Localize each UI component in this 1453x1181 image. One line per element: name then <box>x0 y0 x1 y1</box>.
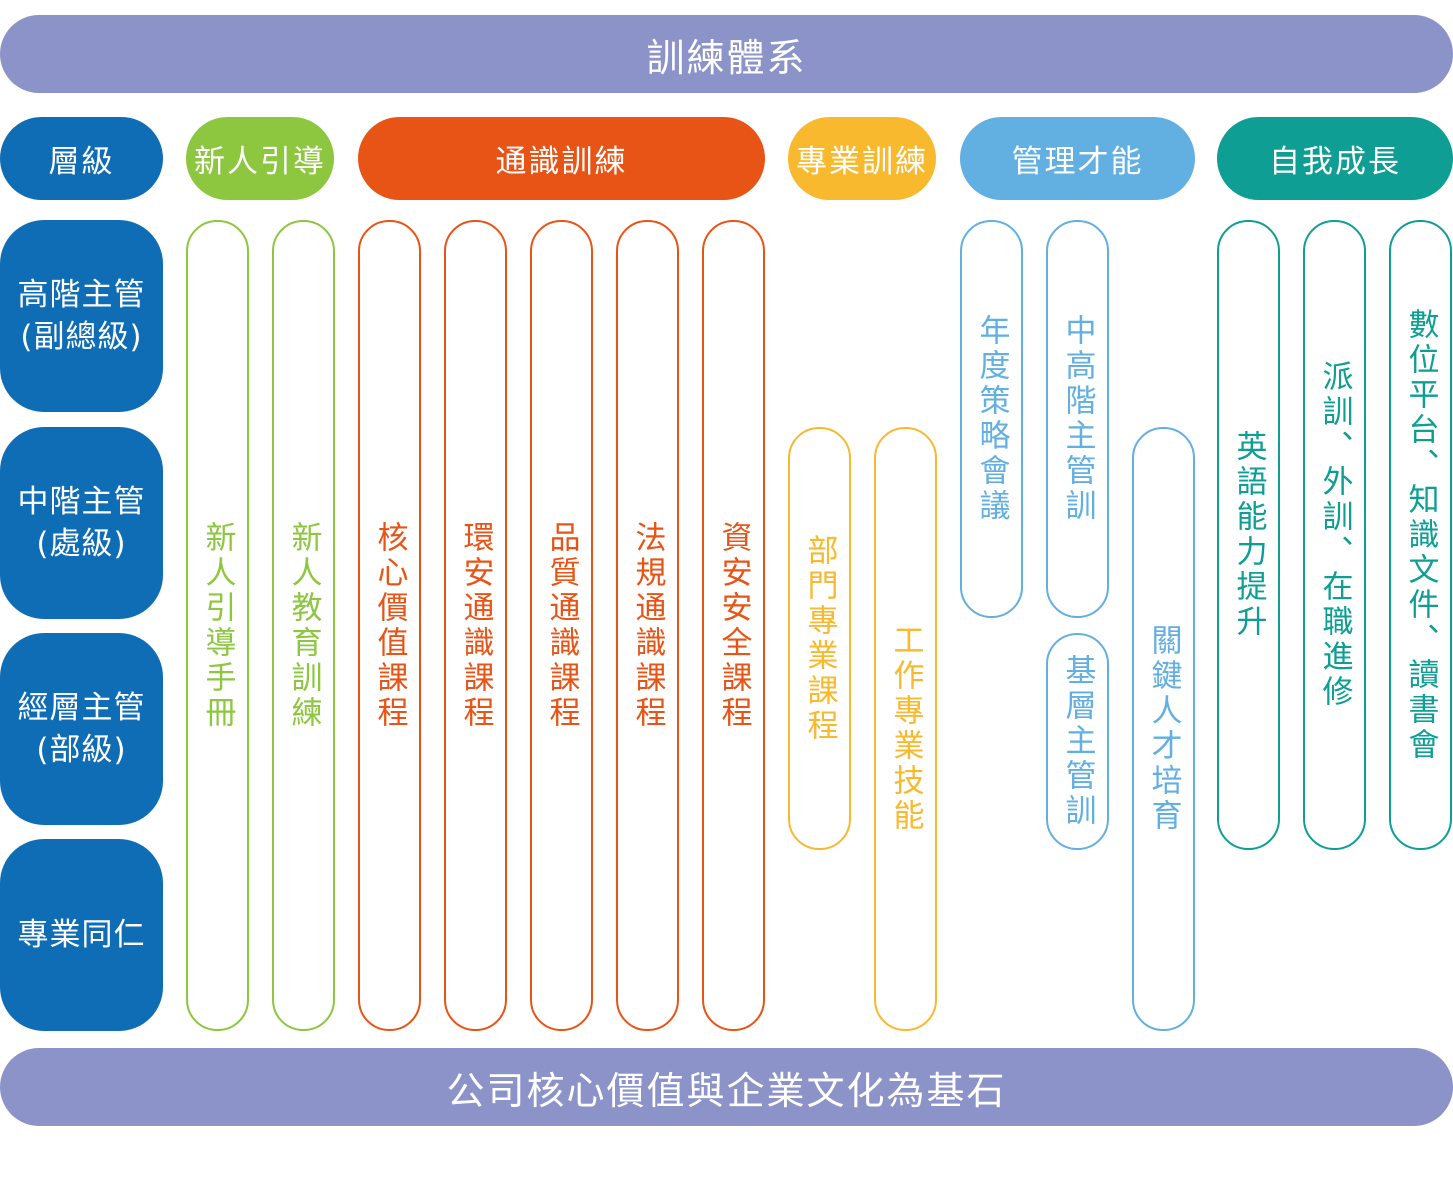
header-growth: 自我成長 <box>1217 117 1453 200</box>
header-professional: 專業訓練 <box>788 117 936 200</box>
course-label: 英語能力提升 <box>1230 430 1267 640</box>
course-senior-manager: 中高階主管訓 <box>1046 220 1109 618</box>
course-english: 英語能力提升 <box>1217 220 1280 850</box>
course-infosec: 資安安全課程 <box>702 220 765 1031</box>
course-strategy-meeting: 年度策略會議 <box>960 220 1023 618</box>
course-label: 基層主管訓 <box>1059 654 1096 829</box>
header-general-label: 通識訓練 <box>495 144 628 180</box>
level-senior: 高階主管 (副總級) <box>0 220 163 412</box>
course-onboarding-training: 新人教育訓練 <box>272 220 335 1031</box>
course-label: 新人教育訓練 <box>285 520 322 731</box>
level-junior-label: 經層主管 (部級) <box>17 690 146 768</box>
foundation-banner: 公司核心價值與企業文化為基石 <box>0 1048 1453 1126</box>
course-label: 年度策略會議 <box>973 314 1010 524</box>
level-staff-label: 專業同仁 <box>17 917 146 953</box>
course-label: 環安通識課程 <box>457 520 494 731</box>
course-core-values: 核心價值課程 <box>358 220 421 1031</box>
header-general: 通識訓練 <box>358 117 765 200</box>
header-onboarding: 新人引導 <box>186 117 334 200</box>
course-label: 工作專業技能 <box>887 624 924 834</box>
course-label: 法規通識課程 <box>629 520 666 731</box>
header-management: 管理才能 <box>960 117 1195 200</box>
course-label: 資安安全課程 <box>715 520 752 731</box>
course-department: 部門專業課程 <box>788 427 851 850</box>
header-level: 層級 <box>0 117 163 200</box>
header-professional-label: 專業訓練 <box>796 144 928 180</box>
foundation-text: 公司核心價值與企業文化為基石 <box>446 1068 1007 1113</box>
course-label: 核心價值課程 <box>371 520 408 731</box>
level-middle-label: 中階主管 (處級) <box>17 484 146 562</box>
header-level-label: 層級 <box>48 144 115 180</box>
course-external: 派訓、外訓、在職進修 <box>1303 220 1366 850</box>
course-label: 數位平台、知識文件、讀書會 <box>1402 307 1439 763</box>
course-onboarding-handbook: 新人引導手冊 <box>186 220 249 1031</box>
course-ehs: 環安通識課程 <box>444 220 507 1031</box>
level-senior-label: 高階主管 (副總級) <box>17 277 146 355</box>
course-label: 關鍵人才培育 <box>1145 624 1182 834</box>
header-growth-label: 自我成長 <box>1269 144 1401 180</box>
level-junior: 經層主管 (部級) <box>0 633 163 825</box>
level-staff: 專業同仁 <box>0 839 163 1031</box>
course-label: 部門專業課程 <box>801 533 838 744</box>
course-label: 中高階主管訓 <box>1059 314 1096 524</box>
header-onboarding-label: 新人引導 <box>194 144 326 180</box>
level-middle: 中階主管 (處級) <box>0 427 163 619</box>
course-talent: 關鍵人才培育 <box>1132 427 1195 1031</box>
course-quality: 品質通識課程 <box>530 220 593 1031</box>
title-text: 訓練體系 <box>646 35 807 80</box>
course-regulations: 法規通識課程 <box>616 220 679 1031</box>
title-banner: 訓練體系 <box>0 15 1453 93</box>
header-management-label: 管理才能 <box>1011 144 1144 180</box>
course-label: 品質通識課程 <box>543 520 580 731</box>
course-junior-manager: 基層主管訓 <box>1046 633 1109 850</box>
course-job-skills: 工作專業技能 <box>874 427 937 1031</box>
course-label: 派訓、外訓、在職進修 <box>1316 360 1353 710</box>
course-digital: 數位平台、知識文件、讀書會 <box>1389 220 1452 850</box>
course-label: 新人引導手冊 <box>199 520 236 731</box>
